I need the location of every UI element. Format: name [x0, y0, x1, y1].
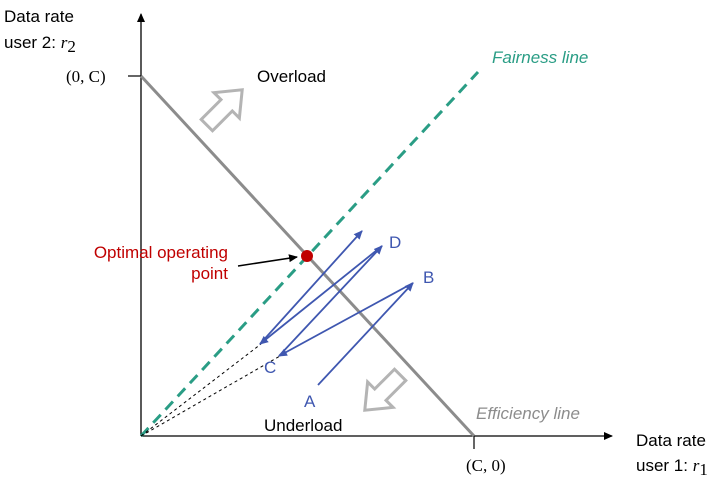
origin-dotted-line-2 [140, 355, 281, 437]
efficiency-line-label: Efficiency line [476, 404, 580, 423]
point-label-d: D [389, 233, 401, 252]
y-tick-label: (0, C) [66, 67, 106, 86]
trajectory-arrow-c-to-d [278, 245, 383, 357]
trajectory-arrow-c2-to-d2 [259, 230, 363, 345]
point-label-b: B [423, 268, 434, 287]
y-axis-label-line1: Data rate [4, 7, 74, 26]
point-label-a: A [304, 392, 316, 411]
optimal-point-marker [301, 250, 313, 262]
trajectory-arrow-a-to-b [317, 282, 414, 386]
y-axis-label-line2: user 2: r2 [4, 33, 76, 56]
point-label-c: C [264, 358, 276, 377]
optimal-point-pointer [237, 254, 298, 267]
fairness-line [139, 70, 480, 438]
origin-dotted-line-1 [140, 343, 262, 437]
overload-label: Overload [257, 67, 326, 86]
trajectory-arrow-d-to-c2 [259, 245, 383, 345]
optimal-label-line1: Optimal operating [94, 243, 228, 262]
x-axis-label-line1: Data rate [636, 431, 706, 450]
underload-label: Underload [264, 416, 342, 435]
x-tick-label: (C, 0) [466, 456, 506, 475]
underload-arrow [363, 367, 408, 412]
optimal-label-line2: point [191, 264, 228, 283]
overload-arrow [199, 88, 244, 133]
trajectory-arrow-b-to-c [278, 282, 414, 357]
fairness-line-label: Fairness line [492, 48, 588, 67]
x-axis-label-line2: user 1: r1 [636, 456, 708, 477]
